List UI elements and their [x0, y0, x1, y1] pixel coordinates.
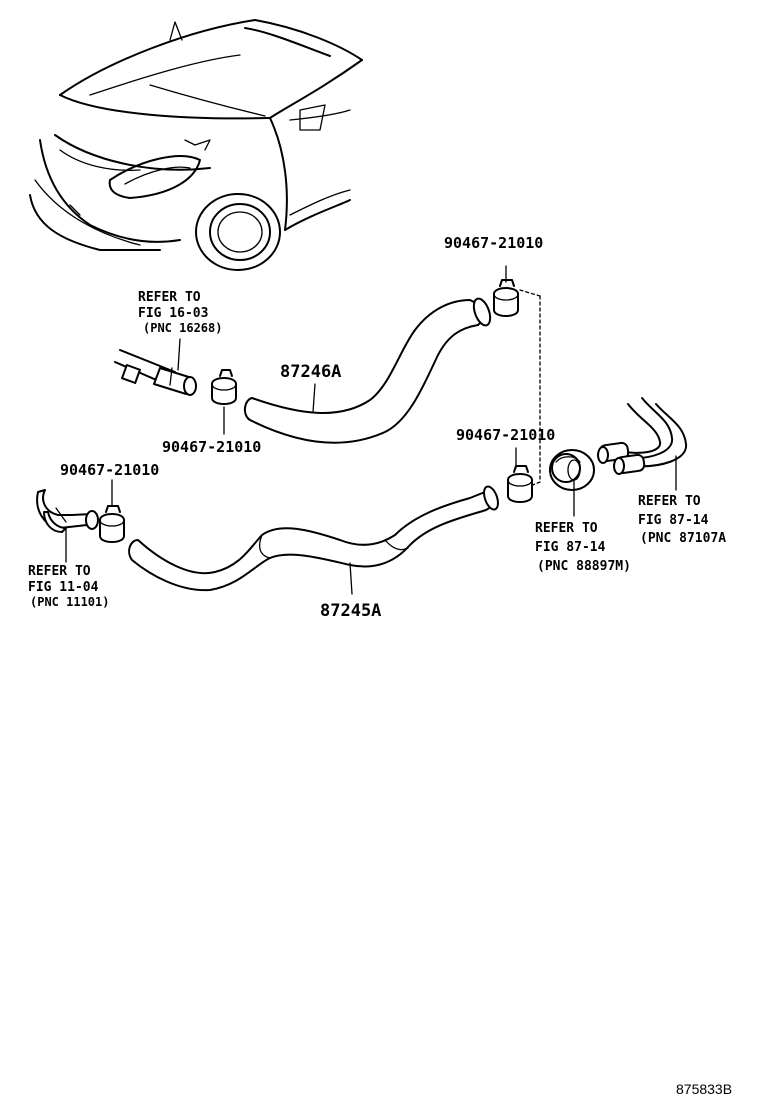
outlet-pipe-fig11 — [36, 489, 99, 563]
hose-clip-upper-right — [493, 265, 541, 489]
heater-pipes-fig87 — [597, 397, 688, 491]
hose-clip-lower-left — [99, 479, 125, 543]
outlet-pipe-fig16 — [114, 338, 197, 396]
part-number-hose-lower: 87245A — [320, 601, 381, 621]
reference-fig-87-14-pipes: REFER TO FIG 87-14 (PNC 87107A — [638, 494, 726, 546]
part-number-clip-middle-right: 90467-21010 — [456, 426, 555, 444]
svg-text:REFER TO: REFER TO — [638, 494, 701, 509]
svg-text:(PNC 87107A: (PNC 87107A — [640, 531, 726, 546]
part-number-clip-upper-left: 90467-21010 — [162, 438, 261, 456]
reference-fig-16-03: REFER TO FIG 16-03 (PNC 16268) — [138, 290, 222, 335]
illustration-id: 875833B — [676, 1081, 732, 1097]
hose-87245a — [128, 485, 499, 595]
svg-text:(PNC 16268): (PNC 16268) — [143, 321, 222, 335]
grommet-fig87 — [549, 449, 595, 517]
svg-text:FIG 87-14: FIG 87-14 — [535, 540, 606, 555]
hose-clip-middle-right — [507, 447, 533, 503]
svg-text:REFER TO: REFER TO — [138, 290, 201, 305]
car-illustration — [29, 19, 363, 271]
hose-87246a — [244, 297, 492, 444]
part-number-hose-upper: 87246A — [280, 362, 341, 382]
svg-text:FIG 11-04: FIG 11-04 — [28, 580, 99, 595]
part-number-clip-lower-left: 90467-21010 — [60, 461, 159, 479]
svg-text:(PNC 11101): (PNC 11101) — [30, 595, 109, 609]
svg-text:FIG 87-14: FIG 87-14 — [638, 513, 709, 528]
svg-text:REFER TO: REFER TO — [535, 521, 598, 536]
reference-fig-11-04: REFER TO FIG 11-04 (PNC 11101) — [28, 564, 109, 609]
svg-text:(PNC 88897M): (PNC 88897M) — [537, 559, 631, 574]
svg-text:FIG 16-03: FIG 16-03 — [138, 306, 208, 321]
svg-text:REFER TO: REFER TO — [28, 564, 91, 579]
reference-fig-87-14-grommet: REFER TO FIG 87-14 (PNC 88897M) — [535, 521, 631, 574]
part-number-clip-upper-right: 90467-21010 — [444, 234, 543, 252]
hose-clip-upper-left — [211, 369, 237, 435]
